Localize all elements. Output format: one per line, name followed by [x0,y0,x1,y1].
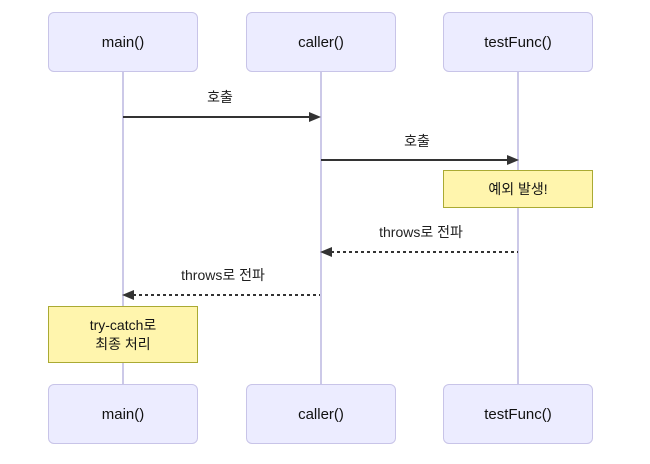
actor-testfunc-top: testFunc() [443,12,593,72]
lifeline-caller [320,72,322,384]
arrowhead-left-icon [122,290,134,300]
actor-label-testfunc: testFunc() [484,405,552,423]
note-try-catch-line2: 최종 처리 [95,335,151,352]
actor-label-testfunc: testFunc() [484,33,552,51]
arrowhead-right-icon [507,155,519,165]
actor-caller-bottom: caller() [246,384,396,444]
actor-label-caller: caller() [298,405,344,423]
lifeline-testfunc [517,72,519,384]
message-line-call-1 [123,112,321,122]
message-line-throws-2 [122,290,320,300]
actor-testfunc-bottom: testFunc() [443,384,593,444]
message-label-call-2: 호출 [404,133,430,149]
note-try-catch: try-catch로 최종 처리 [48,306,198,363]
note-exception: 예외 발생! [443,170,593,208]
actor-main-top: main() [48,12,198,72]
message-label-throws-1: throws로 전파 [379,224,463,240]
arrowhead-left-icon [320,247,332,257]
actor-label-caller: caller() [298,33,344,51]
actor-main-bottom: main() [48,384,198,444]
arrowhead-right-icon [309,112,321,122]
message-line-throws-1 [320,247,518,257]
message-line-call-2 [321,155,519,165]
actor-label-main: main() [101,405,145,423]
actor-caller-top: caller() [246,12,396,72]
actor-label-main: main() [101,33,145,51]
message-label-call-1: 호출 [207,89,233,105]
message-label-throws-2: throws로 전파 [181,267,265,283]
note-exception-text: 예외 발생! [488,180,548,197]
note-try-catch-line1: try-catch로 [89,316,157,333]
lifeline-main [122,72,124,384]
